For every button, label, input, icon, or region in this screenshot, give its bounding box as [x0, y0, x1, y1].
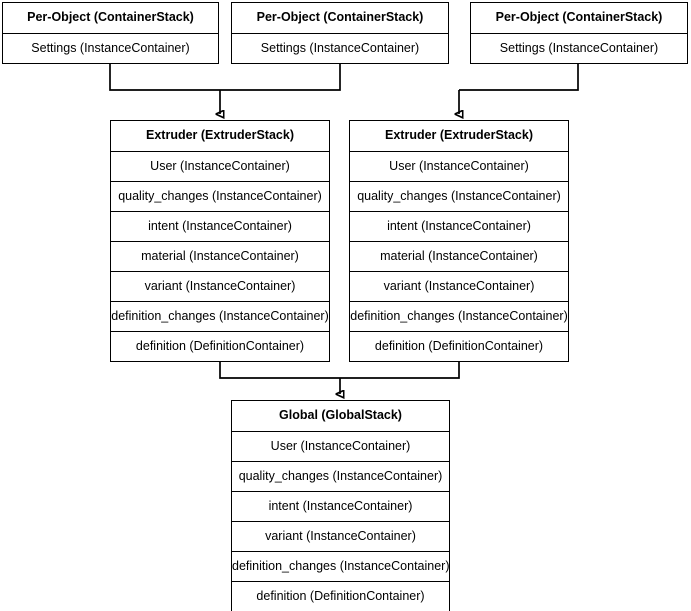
node-row: intent (InstanceContainer) [232, 491, 449, 521]
node-row: User (InstanceContainer) [111, 151, 329, 181]
node-header: Extruder (ExtruderStack) [385, 128, 533, 142]
node-header: Per-Object (ContainerStack) [256, 10, 424, 24]
edge-extruder-right-to-global [340, 360, 460, 379]
node-row: Settings (InstanceContainer) [471, 33, 687, 63]
node-row: definition (DefinitionContainer) [232, 581, 449, 611]
node-row: material (InstanceContainer) [111, 241, 329, 271]
node-per-object-right[interactable]: Per-Object (ContainerStack) Settings (In… [470, 2, 688, 64]
node-per-object-middle[interactable]: Per-Object (ContainerStack) Settings (In… [231, 2, 449, 64]
node-row: quality_changes (InstanceContainer) [111, 181, 329, 211]
node-header: Per-Object (ContainerStack) [27, 10, 194, 24]
edge-perobject-middle-to-extruder-left [220, 62, 341, 91]
node-row: definition (DefinitionContainer) [350, 331, 568, 361]
node-extruder-right[interactable]: Extruder (ExtruderStack) User (InstanceC… [349, 120, 569, 362]
edge-perobject-right-to-extruder-right [459, 62, 579, 91]
node-row: definition_changes (InstanceContainer) [350, 301, 568, 331]
node-row: User (InstanceContainer) [350, 151, 568, 181]
node-row: quality_changes (InstanceContainer) [232, 461, 449, 491]
node-global-stack[interactable]: Global (GlobalStack) User (InstanceConta… [231, 400, 450, 611]
node-row: material (InstanceContainer) [350, 241, 568, 271]
node-row: definition (DefinitionContainer) [111, 331, 329, 361]
node-row: quality_changes (InstanceContainer) [350, 181, 568, 211]
node-header: Per-Object (ContainerStack) [495, 10, 663, 24]
node-row: Settings (InstanceContainer) [232, 33, 448, 63]
edge-extruder-left-to-global [219, 360, 340, 379]
node-row: intent (InstanceContainer) [350, 211, 568, 241]
node-row: Settings (InstanceContainer) [3, 33, 218, 63]
node-header: Global (GlobalStack) [279, 408, 402, 422]
node-per-object-left[interactable]: Per-Object (ContainerStack) Settings (In… [2, 2, 219, 64]
edge-perobject-left-to-extruder-left [109, 62, 220, 91]
node-row: variant (InstanceContainer) [232, 521, 449, 551]
node-row: variant (InstanceContainer) [111, 271, 329, 301]
node-row: definition_changes (InstanceContainer) [232, 551, 449, 581]
node-row: definition_changes (InstanceContainer) [111, 301, 329, 331]
node-row: variant (InstanceContainer) [350, 271, 568, 301]
node-row: User (InstanceContainer) [232, 431, 449, 461]
node-row: intent (InstanceContainer) [111, 211, 329, 241]
node-extruder-left[interactable]: Extruder (ExtruderStack) User (InstanceC… [110, 120, 330, 362]
node-header: Extruder (ExtruderStack) [146, 128, 294, 142]
